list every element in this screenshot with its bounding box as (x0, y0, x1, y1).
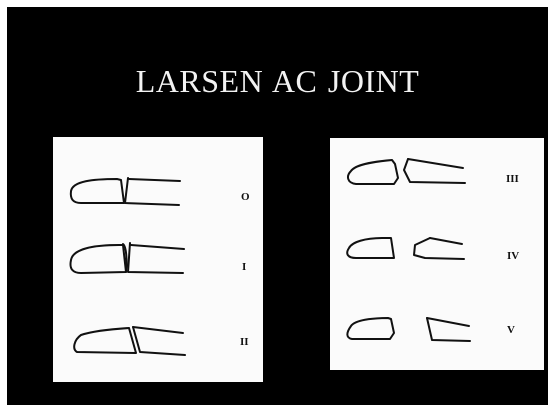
grade-label-2: II (240, 336, 249, 348)
panel-grades-0-2: O I II (53, 137, 263, 382)
joint-grade-5-drawing (347, 318, 470, 341)
grade-label-4: IV (507, 250, 519, 262)
grade-label-3: III (506, 173, 519, 185)
grade-label-1: I (242, 261, 246, 273)
slide-title: LARSEN AC JOINT (7, 63, 548, 100)
joint-grade-3-drawing (348, 159, 465, 184)
grade-label-5: V (507, 324, 515, 336)
slide: LARSEN AC JOINT O I (7, 7, 548, 405)
joint-grade-4-drawing (347, 238, 464, 259)
joint-drawings-left (53, 137, 263, 382)
grade-label-0: O (241, 191, 250, 203)
joint-grade-1-drawing (70, 243, 184, 273)
joint-grade-2-drawing (74, 327, 185, 355)
panel-grades-3-5: III IV V (330, 138, 544, 370)
joint-grade-0-drawing (71, 178, 180, 205)
